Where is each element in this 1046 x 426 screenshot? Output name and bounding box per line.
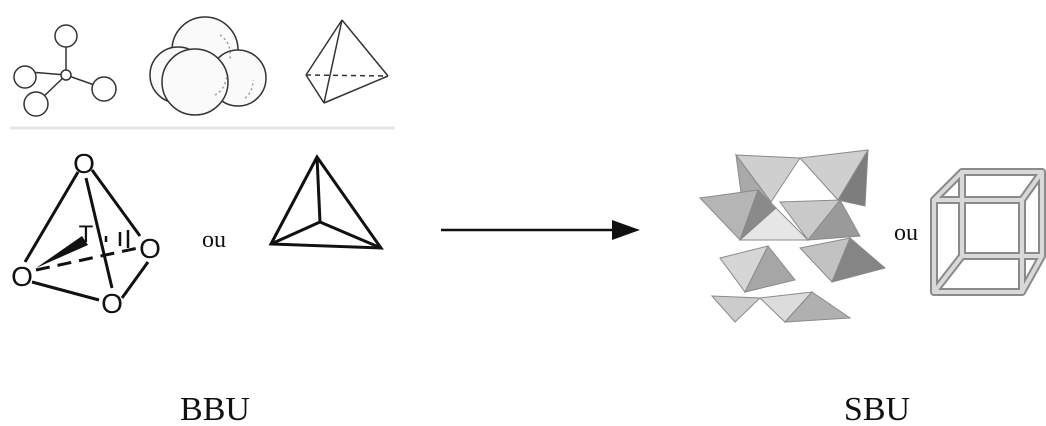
atom-o-bottom: O [101, 288, 123, 319]
atom-o-right: O [139, 233, 161, 264]
cube-frame [930, 168, 1046, 296]
sbu-label: SBU [844, 391, 910, 426]
wedge-bond [36, 236, 88, 268]
space-filling-model [149, 16, 267, 116]
atom-o-top: O [73, 148, 95, 179]
atom-t-center: T [79, 221, 94, 248]
bbu-label: BBU [180, 391, 250, 426]
sketch-tetrahedron [305, 19, 389, 104]
sbu-polyhedral-cluster [698, 149, 887, 323]
atom-o-left: O [11, 261, 33, 292]
or-label-right: ou [894, 220, 918, 246]
wireframe-tetrahedron [268, 154, 384, 250]
ball-and-stick-model [13, 24, 117, 117]
or-label-left: ou [202, 227, 226, 253]
to4-tetrahedron: O T O O O [11, 148, 161, 319]
transform-arrow [441, 220, 640, 240]
